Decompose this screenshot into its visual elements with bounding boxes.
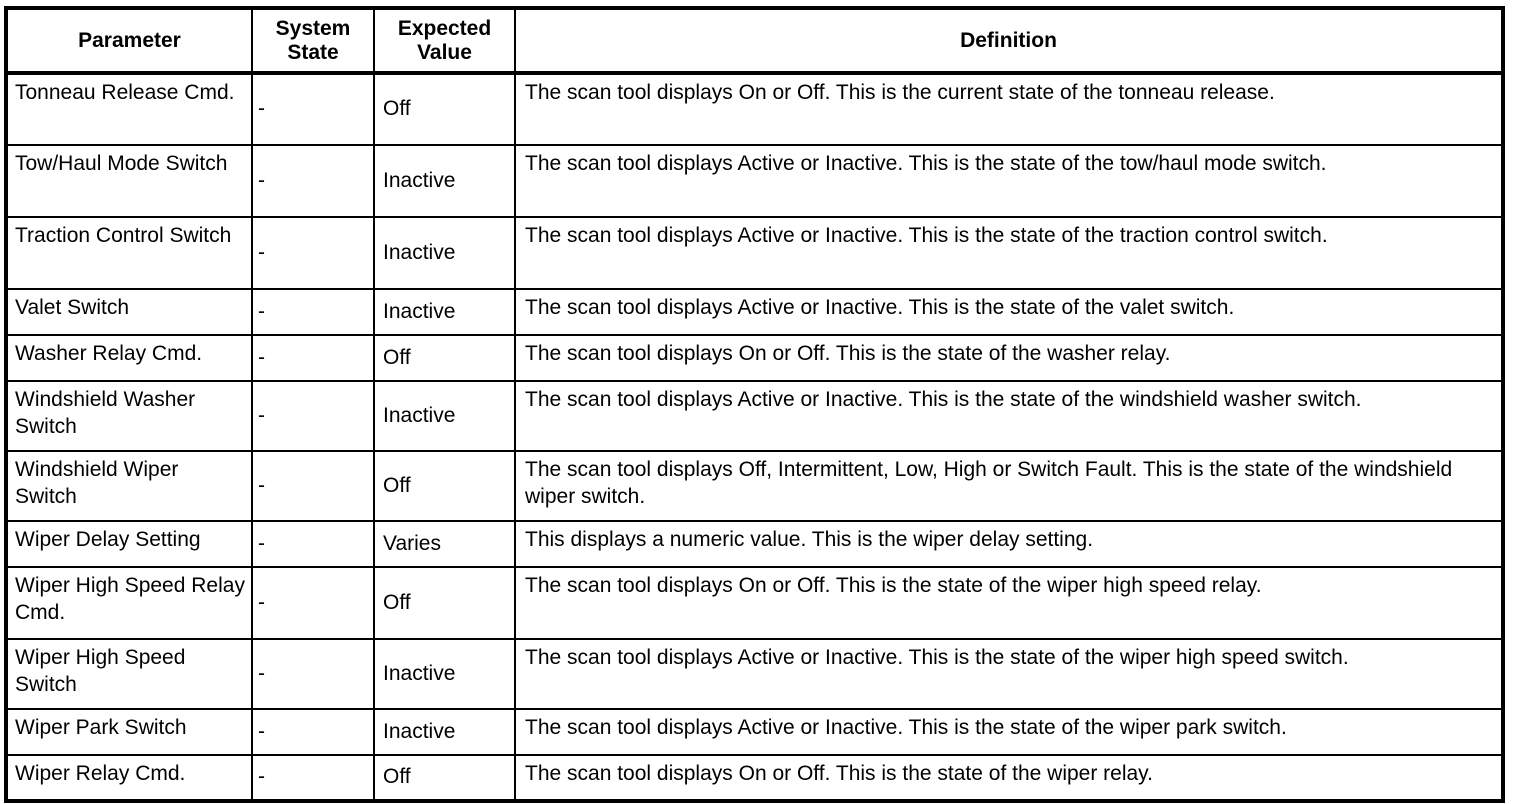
table-row: Wiper High Speed Relay Cmd. - Off The sc…	[6, 567, 1503, 641]
cell-expected-value: Off	[374, 567, 516, 641]
cell-definition: The scan tool displays On or Off. This i…	[515, 73, 1503, 147]
cell-definition: The scan tool displays On or Off. This i…	[515, 567, 1503, 641]
cell-definition: The scan tool displays Active or Inactiv…	[515, 289, 1503, 337]
cell-definition: The scan tool displays On or Off. This i…	[525, 762, 1153, 786]
table-row: Wiper Delay Setting - Varies This displa…	[6, 521, 1503, 569]
scan-tool-parameter-table: Parameter System State Expected Value De…	[4, 6, 1505, 804]
cell-system-state: -	[252, 289, 375, 337]
table-row: Windshield Washer Switch - Inactive The …	[6, 381, 1503, 453]
cell-system-state: -	[252, 567, 375, 641]
cell-system-state: -	[252, 381, 375, 453]
cell-system-state: -	[252, 145, 375, 219]
cell-system-state: -	[252, 217, 375, 291]
column-header-parameter: Parameter	[6, 8, 253, 76]
column-header-expected-value: Expected Value	[374, 8, 516, 76]
header-row: Parameter System State Expected Value De…	[6, 8, 1503, 76]
column-header-expected-value-line1: Expected	[397, 17, 492, 40]
cell-expected-value: Inactive	[374, 381, 516, 453]
cell-expected-value: Varies	[374, 521, 516, 569]
cell-definition: The scan tool displays On or Off. This i…	[515, 335, 1503, 383]
cell-parameter: Tow/Haul Mode Switch	[6, 145, 253, 219]
table-row: Valet Switch - Inactive The scan tool di…	[6, 289, 1503, 337]
cell-expected-value: Inactive	[374, 145, 516, 219]
cell-expected-value: Off	[374, 73, 516, 147]
cell-parameter: Wiper Delay Setting	[6, 521, 253, 569]
cell-system-state: -	[252, 73, 375, 147]
cell-parameter: Wiper High Speed Relay Cmd.	[6, 567, 253, 641]
table-body: Tonneau Release Cmd. - Off The scan tool…	[6, 73, 1503, 802]
table-row: Tow/Haul Mode Switch - Inactive The scan…	[6, 145, 1503, 219]
table-header: Parameter System State Expected Value De…	[6, 8, 1503, 76]
cell-definition: The scan tool displays Off, Intermittent…	[515, 451, 1503, 523]
column-header-system-state-line1: System	[275, 17, 351, 40]
cell-expected-value: Inactive	[374, 709, 516, 757]
cell-parameter: Traction Control Switch	[6, 217, 253, 291]
cell-expected-value: Inactive	[374, 639, 516, 711]
cell-definition: The scan tool displays Active or Inactiv…	[515, 639, 1503, 711]
cell-parameter: Washer Relay Cmd.	[6, 335, 253, 383]
cell-expected-value: Off	[374, 335, 516, 383]
table-row: Tonneau Release Cmd. - Off The scan tool…	[6, 73, 1503, 147]
table-row: Wiper Relay Cmd. - Off The scan tool dis…	[6, 755, 1503, 802]
table-row: Washer Relay Cmd. - Off The scan tool di…	[6, 335, 1503, 383]
cell-system-state: -	[252, 709, 375, 757]
table-row: Wiper Park Switch - Inactive The scan to…	[6, 709, 1503, 757]
cell-definition: The scan tool displays Active or Inactiv…	[515, 217, 1503, 291]
cell-parameter: Wiper High Speed Switch	[6, 639, 253, 711]
cell-expected-value: Off	[374, 451, 516, 523]
cell-system-state: -	[252, 335, 375, 383]
cell-parameter: Windshield Wiper Switch	[6, 451, 253, 523]
cell-parameter: Wiper Relay Cmd.	[6, 755, 253, 802]
cell-definition: This displays a numeric value. This is t…	[515, 521, 1503, 569]
cell-parameter: Valet Switch	[6, 289, 253, 337]
cell-parameter: Windshield Washer Switch	[6, 381, 253, 453]
cell-expected-value: Off	[374, 755, 516, 802]
column-header-expected-value-line2: Value	[417, 40, 472, 64]
cell-definition: The scan tool displays Active or Inactiv…	[515, 381, 1503, 453]
cell-system-state: -	[252, 755, 375, 802]
cell-expected-value: Inactive	[374, 217, 516, 291]
table-row: Wiper High Speed Switch - Inactive The s…	[6, 639, 1503, 711]
cell-definition: The scan tool displays Active or Inactiv…	[515, 145, 1503, 219]
column-header-system-state: System State	[252, 8, 375, 76]
cell-system-state: -	[252, 451, 375, 523]
cell-parameter: Tonneau Release Cmd.	[6, 73, 253, 147]
cell-definition: The scan tool displays Active or Inactiv…	[515, 709, 1503, 757]
cell-system-state: -	[252, 639, 375, 711]
table-row: Windshield Wiper Switch - Off The scan t…	[6, 451, 1503, 523]
column-header-system-state-line2: State	[287, 40, 339, 64]
cell-system-state: -	[252, 521, 375, 569]
cell-expected-value: Inactive	[374, 289, 516, 337]
column-header-definition: Definition	[515, 8, 1503, 76]
table-row: Traction Control Switch - Inactive The s…	[6, 217, 1503, 291]
cell-parameter: Wiper Park Switch	[6, 709, 253, 757]
